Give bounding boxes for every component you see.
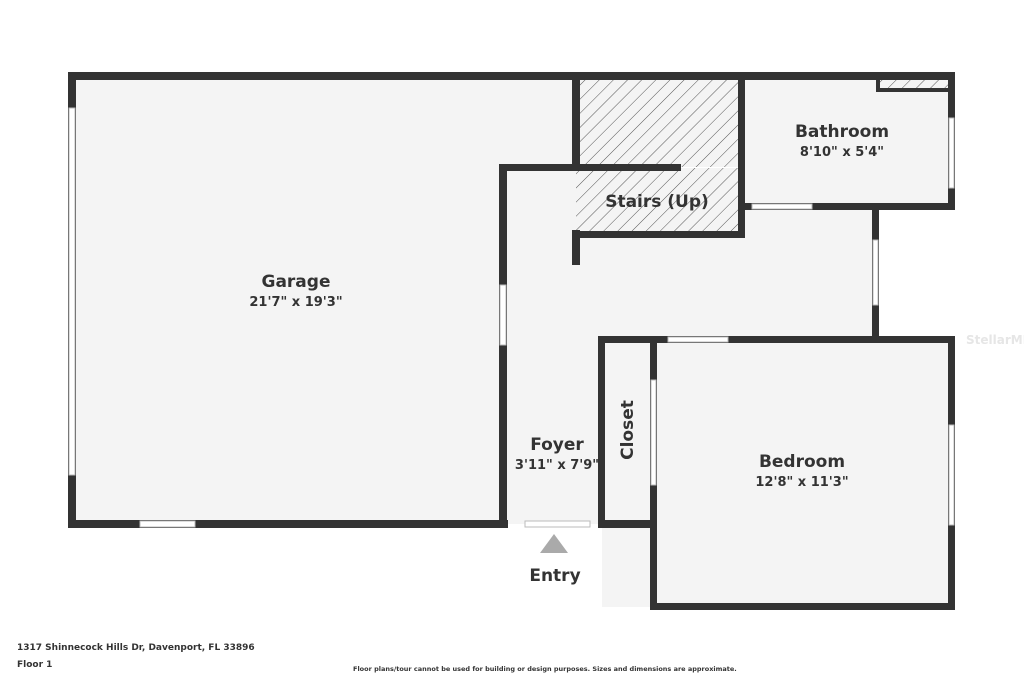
room-label-closet: Closet	[618, 400, 638, 460]
room-floors	[72, 77, 952, 607]
room-dims: 3'11" x 7'9"	[514, 458, 600, 473]
address: 1317 Shinnecock Hills Dr, Davenport, FL …	[17, 643, 255, 653]
room-dims: 21'7" x 19'3"	[249, 295, 343, 310]
garage-window-left	[68, 107, 76, 476]
entry-arrow-icon	[540, 534, 568, 553]
room-name: Closet	[618, 400, 638, 460]
garage-window-bottom	[139, 520, 196, 528]
bedroom-door	[667, 336, 729, 343]
floor-label: Floor 1	[17, 660, 53, 670]
bedroom-window	[948, 424, 955, 526]
room-dims: 12'8" x 11'3"	[755, 475, 849, 490]
closet-door	[650, 379, 657, 486]
room-name: Bathroom	[794, 122, 890, 142]
room-label-foyer: Foyer 3'11" x 7'9"	[515, 435, 599, 473]
bathroom-floor	[742, 77, 952, 207]
room-label-stairs: Stairs (Up)	[605, 192, 709, 212]
room-label-bedroom: Bedroom 12'8" x 11'3"	[755, 452, 848, 490]
room-label-bathroom: Bathroom 8'10" x 5'4"	[795, 122, 889, 160]
hall-window	[872, 239, 879, 306]
watermark: StellarMLS	[966, 333, 1024, 347]
room-name: Stairs (Up)	[605, 192, 709, 212]
room-dims: 8'10" x 5'4"	[799, 145, 885, 160]
bathroom-door	[751, 203, 813, 210]
entry-label: Entry	[529, 566, 581, 586]
windows-doors	[68, 107, 955, 528]
room-name: Bedroom	[758, 452, 846, 472]
room-label-garage: Garage 21'7" x 19'3"	[249, 272, 342, 310]
stairs-hatch-top	[576, 77, 742, 167]
entry-door	[524, 520, 591, 528]
stairs-hatch-bottom	[576, 168, 742, 234]
room-name: Foyer	[530, 435, 584, 455]
bathroom-window	[948, 117, 955, 189]
garage-floor	[72, 77, 574, 524]
disclaimer: Floor plans/tour cannot be used for buil…	[353, 665, 737, 673]
bedroom-floor	[602, 340, 952, 607]
bathroom-shelf-hatch	[880, 78, 948, 88]
room-name: Garage	[261, 272, 331, 292]
garage-door-opening	[499, 284, 507, 346]
